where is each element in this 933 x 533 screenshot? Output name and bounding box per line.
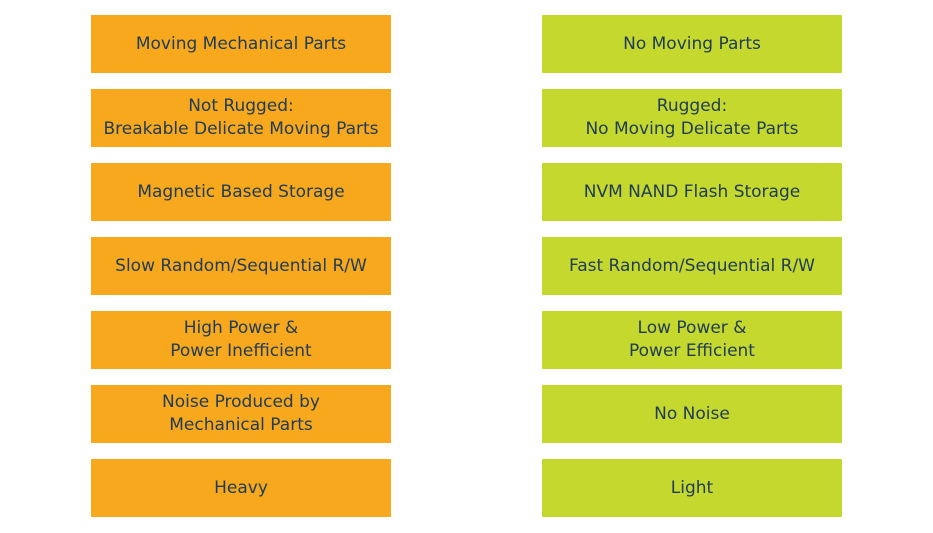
left-box-not-rugged: Not Rugged: Breakable Delicate Moving Pa… xyxy=(91,89,391,147)
left-box-heavy: Heavy xyxy=(91,459,391,517)
right-box-rugged: Rugged: No Moving Delicate Parts xyxy=(542,89,842,147)
left-box-high-power: High Power & Power Inefficient xyxy=(91,311,391,369)
left-box-magnetic-storage: Magnetic Based Storage xyxy=(91,163,391,221)
left-box-moving-parts: Moving Mechanical Parts xyxy=(91,15,391,73)
right-box-nand-storage: NVM NAND Flash Storage xyxy=(542,163,842,221)
right-box-no-moving-parts: No Moving Parts xyxy=(542,15,842,73)
left-column: Moving Mechanical Parts Not Rugged: Brea… xyxy=(91,15,391,533)
right-column: No Moving Parts Rugged: No Moving Delica… xyxy=(542,15,842,533)
left-box-noise: Noise Produced by Mechanical Parts xyxy=(91,385,391,443)
right-box-low-power: Low Power & Power Efficient xyxy=(542,311,842,369)
right-box-no-noise: No Noise xyxy=(542,385,842,443)
right-box-fast-rw: Fast Random/Sequential R/W xyxy=(542,237,842,295)
right-box-light: Light xyxy=(542,459,842,517)
left-box-slow-rw: Slow Random/Sequential R/W xyxy=(91,237,391,295)
